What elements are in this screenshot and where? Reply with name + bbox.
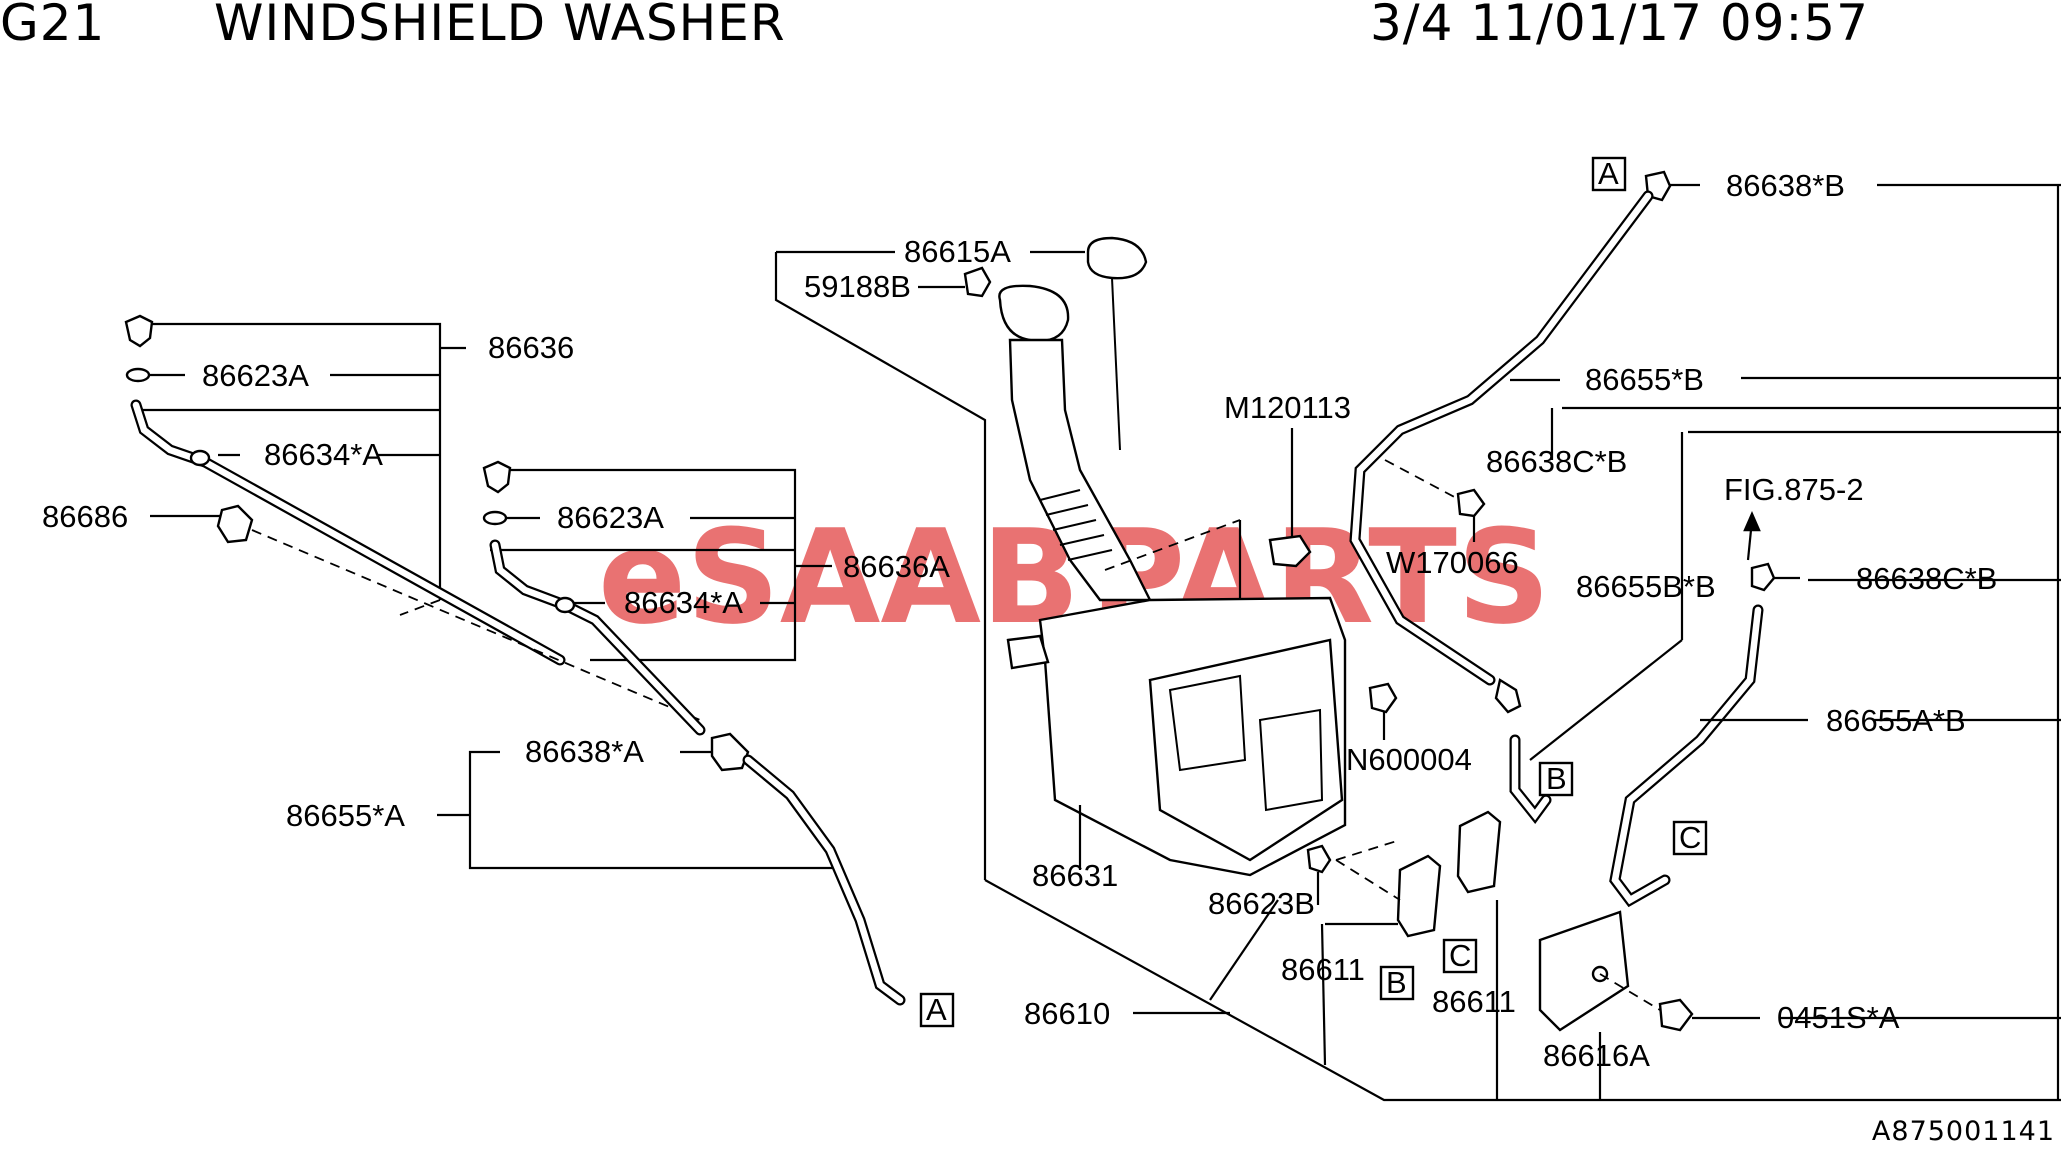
- bracket-86610-bottom: [984, 879, 2061, 1102]
- connector-86638cb-icon: [1494, 678, 1522, 714]
- clip-86686-icon: [216, 504, 254, 544]
- label-86638b: 86638*B: [1726, 168, 1845, 203]
- label-86655a: 86655*A: [286, 798, 405, 833]
- label-0451sa: 0451S*A: [1777, 1000, 1900, 1035]
- label-86634a-mid: 86634*A: [624, 585, 743, 620]
- connector-tag-c-right: [1672, 820, 1708, 856]
- bracket-right: [1562, 183, 2061, 1020]
- label-86631: 86631: [1032, 858, 1118, 893]
- nozzle-mid-icon: [482, 460, 512, 494]
- page-info: 3/4 11/01/17 09:57: [1370, 0, 1869, 52]
- label-fig: FIG.875-2: [1724, 472, 1864, 507]
- connector-tag-letters: A A B B C C: [926, 156, 1701, 1027]
- seal-86623a-left-icon: [125, 367, 151, 383]
- label-86638cb-top: 86638C*B: [1486, 444, 1627, 479]
- diagram-code: G21: [0, 0, 106, 52]
- dash-w170066: [1384, 459, 1461, 501]
- screw-0451sa-icon: [1658, 998, 1694, 1032]
- connector-86638a-icon: [710, 732, 750, 772]
- right-hose-group: [1349, 156, 2061, 1100]
- label-86686: 86686: [42, 499, 128, 534]
- label-86623a-mid: 86623A: [557, 500, 664, 535]
- tag-c-bottom-letter: C: [1449, 938, 1471, 973]
- diagram-title: WINDSHIELD WASHER: [214, 0, 786, 52]
- reservoir-pocket-icon: [1168, 674, 1247, 772]
- middle-nozzle-group: [482, 460, 832, 736]
- connector-tag-c-bottom: [1442, 938, 1478, 974]
- filler-neck-bellows-icon: [1039, 489, 1113, 561]
- connector-86638cb-right-icon: [1750, 562, 1776, 592]
- clip-w170066-icon: [1456, 488, 1486, 518]
- cap-86615a-icon: [1086, 236, 1148, 280]
- tag-b-right-letter: B: [1546, 761, 1567, 796]
- connector-tag-a-left: [919, 992, 955, 1028]
- reservoir-tab-icon: [1006, 634, 1050, 670]
- dash-pump-b: [1335, 859, 1401, 901]
- label-86638cb-right: 86638C*B: [1856, 561, 1997, 596]
- dash-86636: [399, 599, 441, 616]
- grommet-59188b-icon: [963, 266, 992, 298]
- bracket-86655a: [468, 750, 840, 870]
- reservoir-group: [1006, 519, 1347, 877]
- nozzle-left-icon: [124, 314, 154, 348]
- left-nozzle-group: [124, 314, 701, 721]
- label-86636: 86636: [488, 330, 574, 365]
- label-w170066: W170066: [1386, 545, 1519, 580]
- label-86655bb: 86655B*B: [1576, 569, 1716, 604]
- label-86638a: 86638*A: [525, 734, 644, 769]
- tag-a-left-letter: A: [926, 992, 947, 1027]
- dipstick-icon: [1111, 277, 1121, 451]
- bracket-86611-left: [1320, 923, 1327, 1066]
- label-86655ab: 86655A*B: [1826, 703, 1966, 738]
- dash-clip: [251, 529, 701, 721]
- joint-86634a-left-icon: [189, 449, 211, 467]
- fasteners-group: [1268, 428, 1486, 905]
- pump-86611-right-icon: [1456, 810, 1502, 894]
- filler-neck-top-icon: [998, 284, 1070, 342]
- connector-tag-b-right: [1538, 761, 1574, 797]
- label-86616a: 86616A: [1543, 1038, 1650, 1073]
- leader-86623b-diagonal: [1209, 899, 1279, 1001]
- label-86634a-left: 86634*A: [264, 437, 383, 472]
- bracket-86636: [130, 322, 442, 600]
- label-86611-left: 86611: [1281, 952, 1365, 987]
- dash-pump-a: [1335, 839, 1401, 861]
- label-86611-right: 86611: [1432, 984, 1516, 1019]
- pump-86611-left-icon: [1396, 854, 1442, 938]
- dash-m120113-b: [1104, 519, 1241, 571]
- connector-tag-a-top: [1591, 156, 1627, 192]
- joint-86634a-mid-icon: [554, 596, 576, 614]
- label-86636a: 86636A: [843, 549, 950, 584]
- bracket-86610: [774, 252, 987, 880]
- label-m120113: M120113: [1224, 390, 1351, 425]
- watermark-esaab: eSAAB: [598, 501, 1080, 653]
- pumps-group: [1320, 810, 1502, 1100]
- seal-86623a-mid-icon: [482, 510, 508, 526]
- label-86655b: 86655*B: [1585, 362, 1704, 397]
- label-86615a: 86615A: [904, 234, 1011, 269]
- nut-n600004-icon: [1368, 682, 1398, 714]
- label-59188b: 59188B: [804, 269, 911, 304]
- leader-86655bb: [1529, 639, 1683, 761]
- assembly-86610-group: [984, 879, 2061, 1102]
- label-86623b: 86623B: [1208, 886, 1315, 921]
- bracket-86616a-icon: [1538, 910, 1630, 1032]
- tag-c-right-letter: C: [1679, 820, 1701, 855]
- bolt-m120113-icon: [1268, 534, 1312, 568]
- filler-group: [774, 236, 1152, 880]
- hose-86655a-group: [437, 732, 955, 1028]
- grommet-86623b-icon: [1306, 844, 1332, 874]
- tag-b-bottom-letter: B: [1386, 965, 1407, 1000]
- part-labels: 86636 86623A 86634*A 86686 86623A 86636A…: [42, 168, 1997, 1073]
- label-86623a-left: 86623A: [202, 358, 309, 393]
- reservoir-recess-icon: [1258, 708, 1324, 812]
- dash-0451sa: [1599, 973, 1661, 1011]
- tag-a-top-letter: A: [1598, 156, 1619, 191]
- connector-tag-b-bottom: [1379, 965, 1415, 1001]
- label-86610: 86610: [1024, 996, 1110, 1031]
- reference-number: A875001141: [1871, 1116, 2055, 1147]
- fig-arrow-head-icon: [1743, 511, 1761, 532]
- label-n600004: N600004: [1346, 742, 1472, 777]
